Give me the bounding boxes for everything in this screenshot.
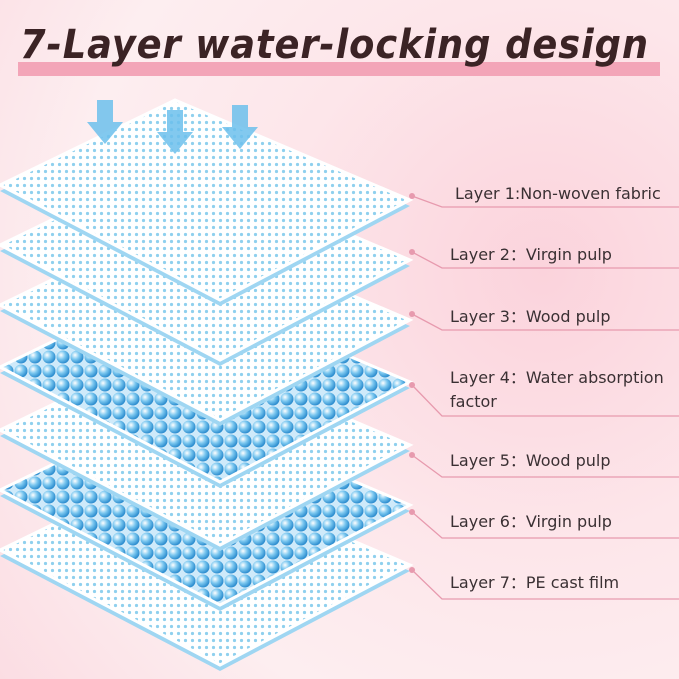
layer-7-label: Layer 7：PE cast film [450,571,619,595]
leader-dot [409,382,415,388]
down-arrow-icon [157,110,193,154]
leader-dot [409,311,415,317]
leader-line [411,454,679,478]
layer-label-text: Layer 2：Virgin pulp [450,245,612,264]
leader-line [411,313,679,331]
leader-line [411,384,679,417]
leader-line [411,569,679,600]
layer-4-label: Layer 4：Water absorption factor [450,366,664,414]
layer-5-label: Layer 5：Wood pulp [450,449,610,473]
layer-label-text: Layer 4：Water absorption [450,368,664,387]
leader-dot [409,567,415,573]
leader-dot [409,193,415,199]
leader-line [411,195,679,208]
layer-label-text: Layer 7：PE cast film [450,573,620,592]
layer-6-label: Layer 6：Virgin pulp [450,510,612,534]
layer-label-text: Layer 1:Non-woven fabric [455,184,661,203]
layer-label-text: Layer 5：Wood pulp [450,451,611,470]
layer-label-text: Layer 3：Wood pulp [450,307,611,326]
layer-label-text-line2: factor [450,392,497,411]
leader-dot [409,249,415,255]
layer-1-sheet [0,98,414,306]
down-arrow-icon [87,100,123,144]
layer-3-label: Layer 3：Wood pulp [450,305,610,329]
leader-line [411,251,679,269]
layer-1-label: Layer 1:Non-woven fabric [455,182,661,206]
leader-dot [409,509,415,515]
layer-label-text: Layer 6：Virgin pulp [450,512,612,531]
leader-dot [409,452,415,458]
leader-line [411,511,679,539]
down-arrow-icon [222,105,258,149]
layer-2-label: Layer 2：Virgin pulp [450,243,612,267]
title-highlight [18,62,660,76]
page-title: 7-Layer water-locking design [20,22,650,68]
